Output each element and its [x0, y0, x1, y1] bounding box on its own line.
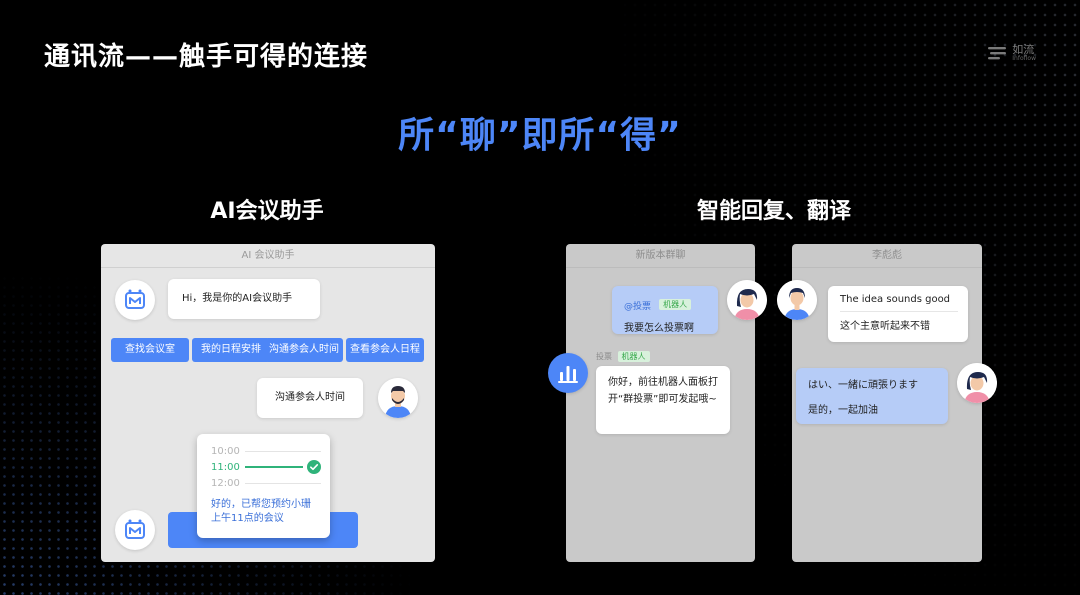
action-my-schedule-button[interactable]: 我的日程安排	[192, 338, 270, 362]
action-view-schedules-button[interactable]: 查看参会人日程	[346, 338, 424, 362]
action-find-room-button[interactable]: 查找会议室	[111, 338, 189, 362]
bot-name-line: 投票 机器人	[596, 351, 650, 362]
schedule-card: 10:00 11:00 12:00 好的，已帮您预约小珊上午11点的会议	[197, 434, 330, 538]
robot-icon	[125, 289, 145, 309]
panel-header: 新版本群聊	[566, 244, 755, 268]
user-avatar-woman	[957, 363, 997, 403]
slide-title: 通讯流——触手可得的连接	[44, 42, 369, 72]
outgoing-translated-text: 是的，一起加油	[808, 405, 878, 416]
action-coordinate-time-button[interactable]: 沟通参会人时间	[265, 338, 343, 362]
bot-tag: 机器人	[617, 351, 650, 362]
time-slot-12[interactable]: 12:00	[211, 476, 321, 490]
contact-avatar	[777, 280, 817, 320]
user-avatar	[378, 378, 418, 418]
user-message-bubble: 沟通参会人时间	[257, 378, 363, 418]
user-avatar-woman-2	[957, 363, 997, 403]
bot-reply-text: 你好，前往机器人面板打开“群投票”即可发起哦~	[608, 377, 718, 405]
user-message-text: 沟通参会人时间	[275, 392, 345, 403]
bot-greeting-bubble: Hi，我是你的AI会议助手	[168, 279, 320, 319]
poll-bot-icon	[558, 366, 578, 383]
incoming-translated-text: 这个主意听起来不错	[840, 321, 930, 332]
timeline-line	[245, 450, 321, 452]
time-label-selected: 11:00	[211, 461, 240, 473]
mention-text[interactable]: @投票	[624, 302, 652, 312]
poll-bot-avatar	[548, 353, 588, 393]
panel-header: 李彪彪	[792, 244, 982, 268]
user-avatar-woman	[727, 280, 767, 320]
robot-avatar	[115, 280, 155, 320]
outgoing-original-text: はい、一緒に頑張ります	[808, 380, 918, 391]
user-question-bubble: @投票 机器人 我要怎么投票啊	[612, 286, 718, 334]
brand-subtitle: Infoflow	[1012, 55, 1036, 62]
bot-tag: 机器人	[659, 299, 692, 310]
translation-divider	[840, 311, 958, 312]
headline: 所“聊”即所“得”	[398, 115, 682, 156]
bot-name: 投票	[596, 352, 612, 361]
incoming-message-bubble: The idea sounds good 这个主意听起来不错	[828, 286, 968, 342]
outgoing-message-bubble: はい、一緒に頑張ります 是的，一起加油	[796, 368, 948, 424]
translation-chat-panel: 李彪彪 The idea sounds good 这个主意听起来不错 はい、一緒…	[792, 244, 982, 562]
robot-avatar-2	[115, 510, 155, 550]
timeline-line	[245, 482, 321, 484]
time-label: 10:00	[211, 445, 240, 457]
time-slot-11-selected[interactable]: 11:00	[211, 460, 321, 474]
section-title-ai-meeting: AI会议助手	[210, 199, 324, 224]
time-label: 12:00	[211, 477, 240, 489]
user-question-text: 我要怎么投票啊	[624, 323, 694, 334]
group-chat-panel: 新版本群聊 @投票 机器人 我要怎么投票啊 投票 机器人 你好，前往机器人面板打…	[566, 244, 755, 562]
section-title-smart-reply: 智能回复、翻译	[696, 199, 851, 224]
check-circle-icon	[307, 460, 321, 474]
user-avatar-woman	[727, 280, 767, 320]
time-slot-10[interactable]: 10:00	[211, 444, 321, 458]
brand-name: 如流	[1012, 43, 1035, 56]
brand-logo: 如流 Infoflow	[988, 44, 1036, 62]
brand-logo-icon	[988, 47, 1007, 60]
bot-reply-bubble: 你好，前往机器人面板打开“群投票”即可发起哦~	[596, 366, 730, 434]
bot-greeting-text: Hi，我是你的AI会议助手	[182, 293, 293, 304]
timeline-line-selected	[245, 466, 303, 468]
panel-header: AI 会议助手	[101, 244, 435, 268]
meeting-assistant-panel: AI 会议助手 Hi，我是你的AI会议助手 查找会议室 我的日程安排 沟通参会人…	[101, 244, 435, 562]
user-avatar-man	[378, 378, 418, 418]
confirmation-text: 好的，已帮您预约小珊上午11点的会议	[211, 499, 311, 524]
incoming-original-text: The idea sounds good	[840, 294, 951, 305]
user-avatar-man	[777, 280, 817, 320]
robot-icon	[125, 519, 145, 539]
